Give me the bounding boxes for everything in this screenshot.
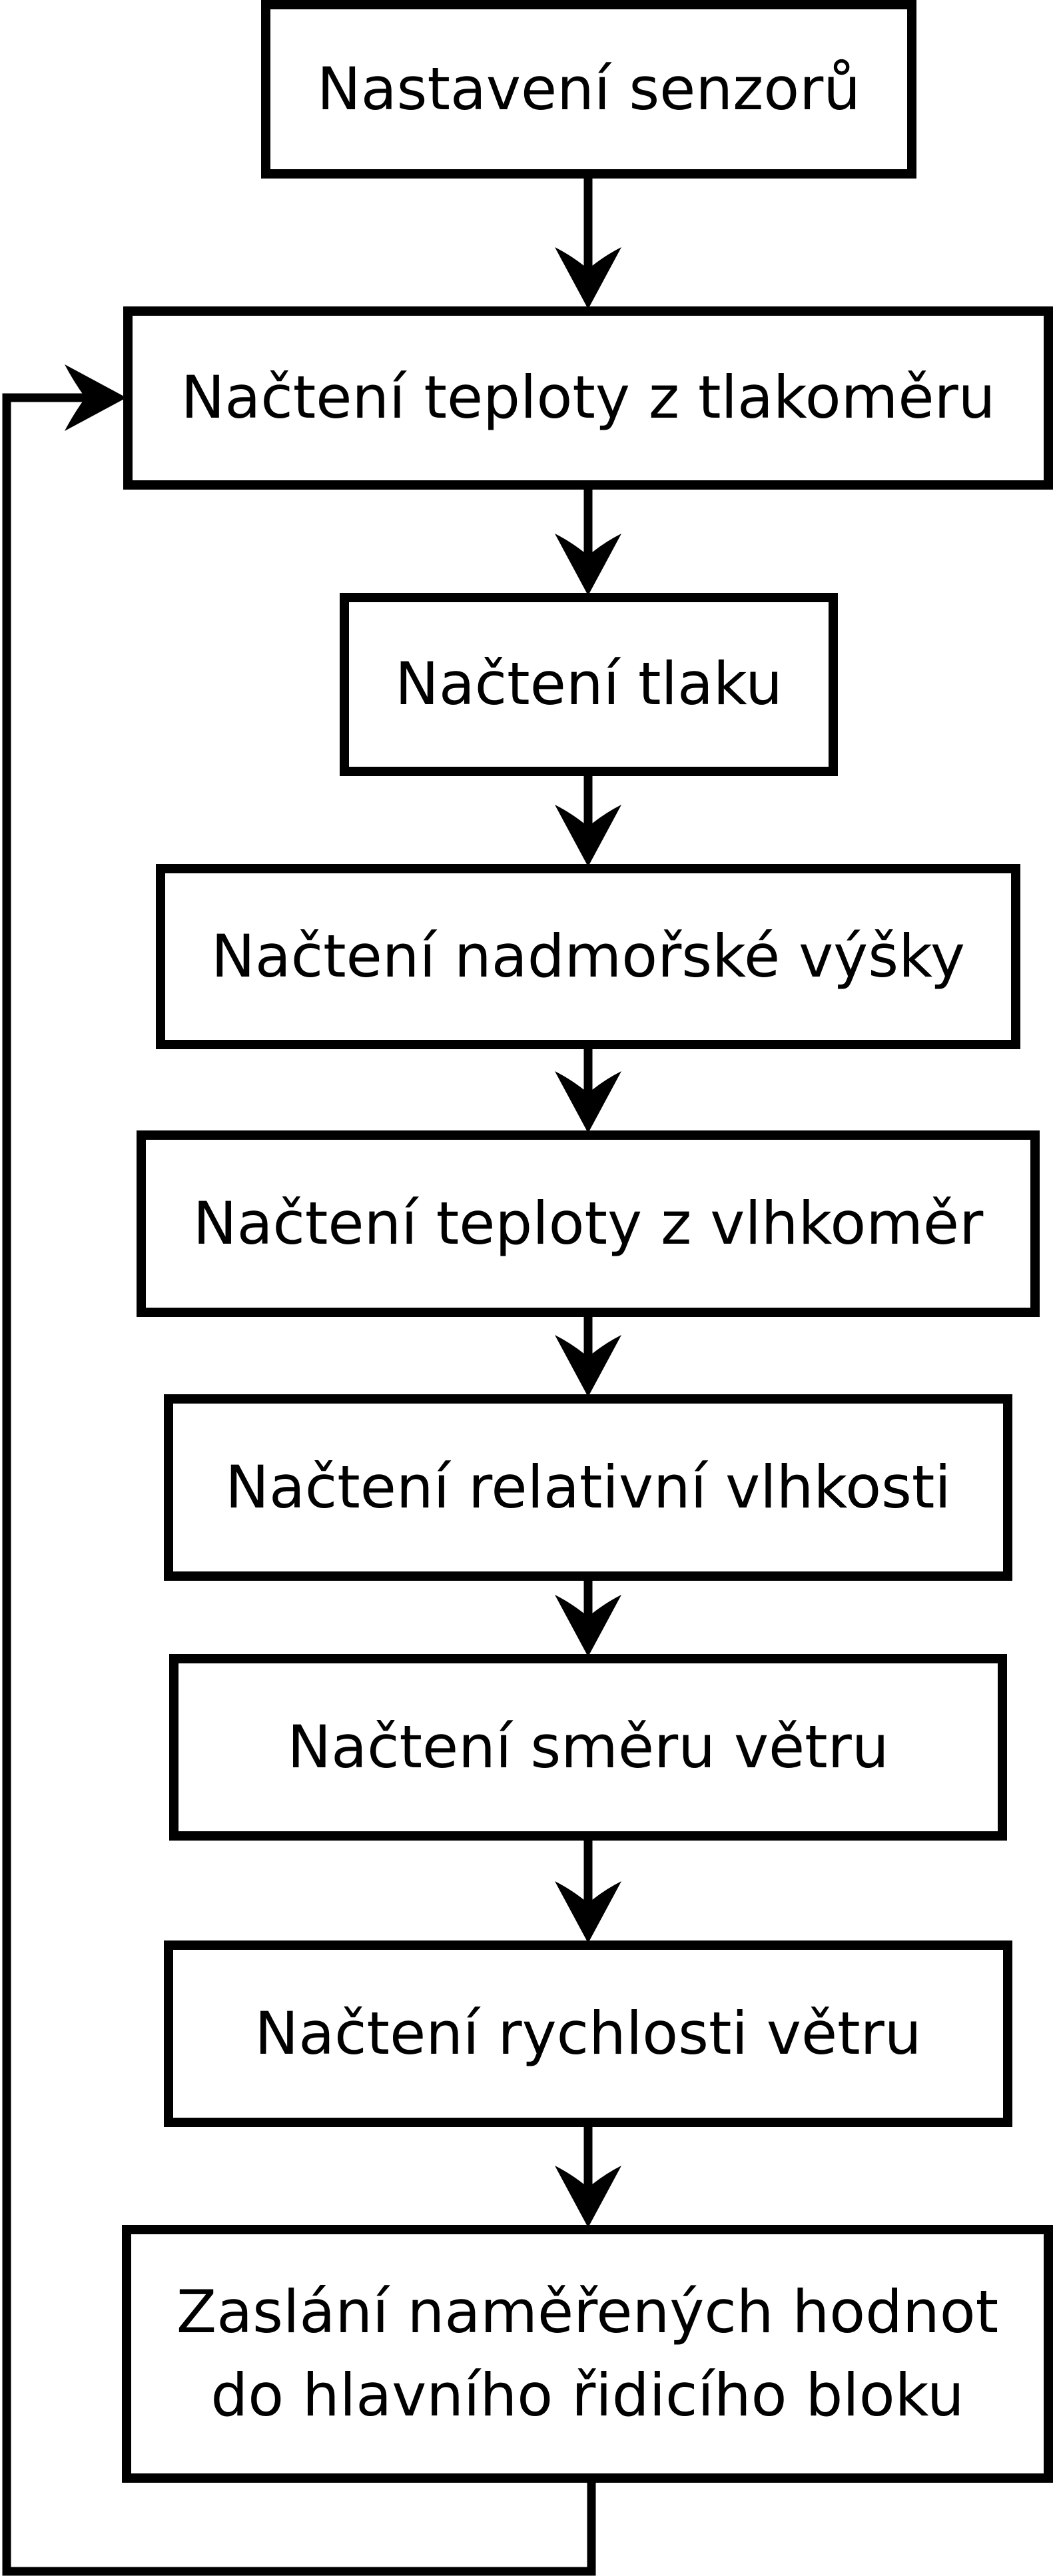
node-label: Načtení nadmořské výšky — [211, 921, 965, 991]
arrow-down-icon — [555, 534, 621, 596]
arrow-right-icon — [65, 364, 127, 431]
arrow-down-icon — [555, 805, 621, 867]
arrow-down-icon — [555, 247, 621, 309]
node-label: Načtení rychlosti větru — [254, 1998, 922, 2068]
node-nacteni-relativni-vlhkosti: Načtení relativní vlhkosti — [164, 1394, 1012, 1581]
node-nastaveni-senzoru: Nastavení senzorů — [261, 0, 916, 179]
edge-1-2 — [555, 176, 621, 309]
arrow-down-icon — [555, 1335, 621, 1397]
edge-5-6 — [555, 1314, 621, 1397]
arrow-down-icon — [555, 1881, 621, 1943]
edge-3-4 — [555, 773, 621, 867]
node-nacteni-teploty-z-vlhkomer: Načtení teploty z vlhkoměr — [137, 1130, 1040, 1317]
node-nacteni-teploty-z-tlakomeru: Načtení teploty z tlakoměru — [123, 306, 1053, 490]
edge-4-5 — [555, 1047, 621, 1133]
node-label: Načtení směru větru — [287, 1712, 889, 1781]
node-label: Zaslání naměřených hodnot — [176, 2277, 999, 2346]
node-label: Načtení teploty z vlhkoměr — [192, 1188, 984, 1258]
node-nacteni-nadmorske-vysky: Načtení nadmořské výšky — [156, 864, 1020, 1049]
edge-8-9 — [555, 2124, 621, 2228]
node-label: do hlavního řidicího bloku — [210, 2360, 964, 2429]
edge-7-8 — [555, 1838, 621, 1943]
edge-9-2-loop — [2, 364, 596, 2576]
node-nacteni-tlaku: Načtení tlaku — [340, 593, 838, 776]
edge-6-7 — [555, 1578, 621, 1657]
node-label: Nastavení senzorů — [316, 54, 861, 123]
arrow-down-icon — [555, 1595, 621, 1657]
loop-back-line — [2, 393, 596, 2576]
arrow-down-icon — [555, 2166, 621, 2228]
node-label: Načtení teploty z tlakoměru — [180, 363, 996, 432]
node-label: Načtení tlaku — [395, 649, 783, 719]
arrow-down-icon — [555, 1071, 621, 1133]
node-nacteni-smeru-vetru: Načtení směru větru — [169, 1654, 1007, 1841]
node-nacteni-rychlosti-vetru: Načtení rychlosti větru — [164, 1940, 1012, 2127]
node-zaslani-namerenych-hodnot: Zaslání naměřených hodnot do hlavního ři… — [122, 2225, 1053, 2483]
node-label: Načtení relativní vlhkosti — [225, 1452, 951, 1521]
edge-2-3 — [555, 487, 621, 596]
